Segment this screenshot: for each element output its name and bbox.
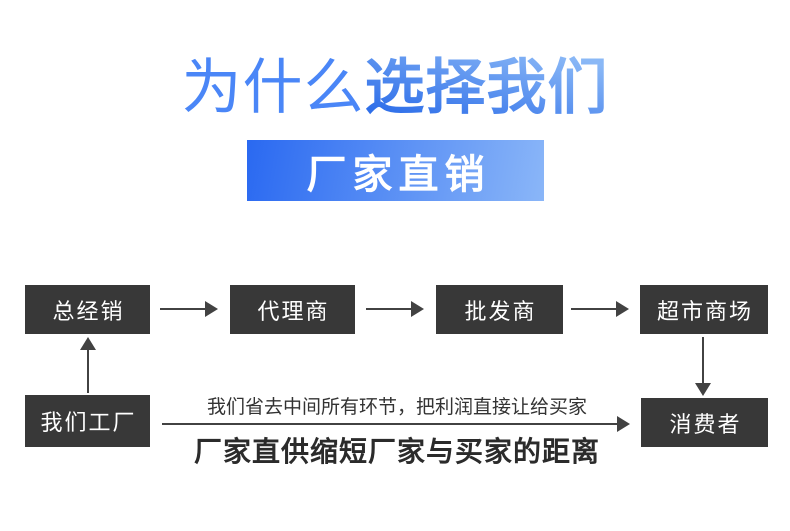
- node-label: 消费者: [669, 411, 742, 437]
- arrow-shaft: [702, 337, 704, 383]
- arrow-head: [617, 416, 630, 432]
- node-label: 我们工厂: [40, 410, 137, 435]
- node-our-factory: 我们工厂: [25, 395, 150, 447]
- arrow-shaft: [366, 308, 411, 310]
- arrow-right-icon: [160, 301, 218, 317]
- node-consumer: 消费者: [641, 398, 768, 447]
- arrow-right-icon: [366, 301, 424, 317]
- node-label: 总经销: [52, 298, 125, 324]
- page-title: 为什么选择我们: [0, 52, 790, 124]
- node-supermarket: 超市商场: [640, 285, 768, 334]
- arrow-shaft: [87, 350, 89, 393]
- node-agent: 代理商: [230, 285, 355, 334]
- direct-supply-slogan: 厂家直供缩短厂家与买家的距离: [193, 436, 600, 467]
- arrow-shaft: [571, 308, 616, 310]
- arrow-down-icon: [695, 337, 711, 396]
- arrow-up-icon: [80, 337, 96, 393]
- node-wholesaler: 批发商: [436, 285, 563, 334]
- factory-direct-banner: 厂家直销: [247, 140, 544, 201]
- arrow-head: [616, 301, 629, 317]
- node-label: 超市商场: [656, 298, 753, 324]
- title-prefix: 为什么: [181, 54, 365, 121]
- arrow-head: [80, 337, 96, 350]
- banner-label: 厂家直销: [306, 152, 491, 197]
- title-emphasis: 选择我们: [364, 54, 609, 121]
- node-general-distributor: 总经销: [25, 285, 150, 334]
- node-label: 批发商: [464, 298, 537, 324]
- arrow-head: [411, 301, 424, 317]
- middleman-note: 我们省去中间所有环节，把利润直接让给买家: [206, 397, 587, 418]
- arrow-shaft: [162, 423, 617, 425]
- arrow-head: [695, 383, 711, 396]
- arrow-head: [205, 301, 218, 317]
- arrow-right-icon: [571, 301, 629, 317]
- arrow-shaft: [160, 308, 205, 310]
- node-label: 代理商: [257, 298, 330, 324]
- long-arrow-right-icon: [162, 416, 630, 432]
